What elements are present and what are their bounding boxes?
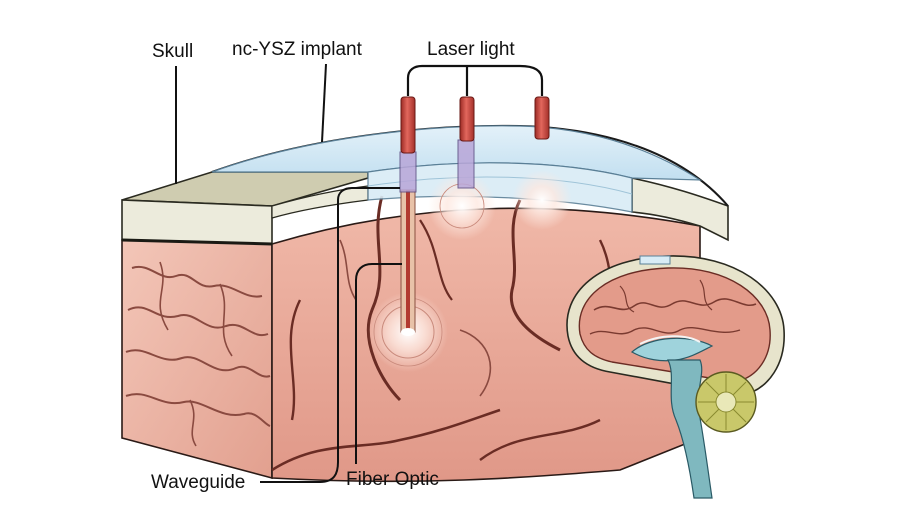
- leader-lines: [175, 63, 402, 483]
- brain-block-side: [121, 239, 273, 480]
- implant-label: nc-YSZ implant: [232, 39, 362, 60]
- waveguide-label: Waveguide: [151, 472, 246, 493]
- laser-light-bracket: [406, 64, 544, 96]
- fiber-optic-label: Fiber Optic: [346, 469, 439, 490]
- waveguides: [399, 139, 475, 193]
- laser-light-label: Laser light: [427, 39, 515, 60]
- laser-rods: [400, 96, 550, 154]
- sagittal-brain-inset: [566, 255, 785, 499]
- fiber-optic-probe: [400, 189, 416, 336]
- skull-label: Skull: [152, 41, 194, 62]
